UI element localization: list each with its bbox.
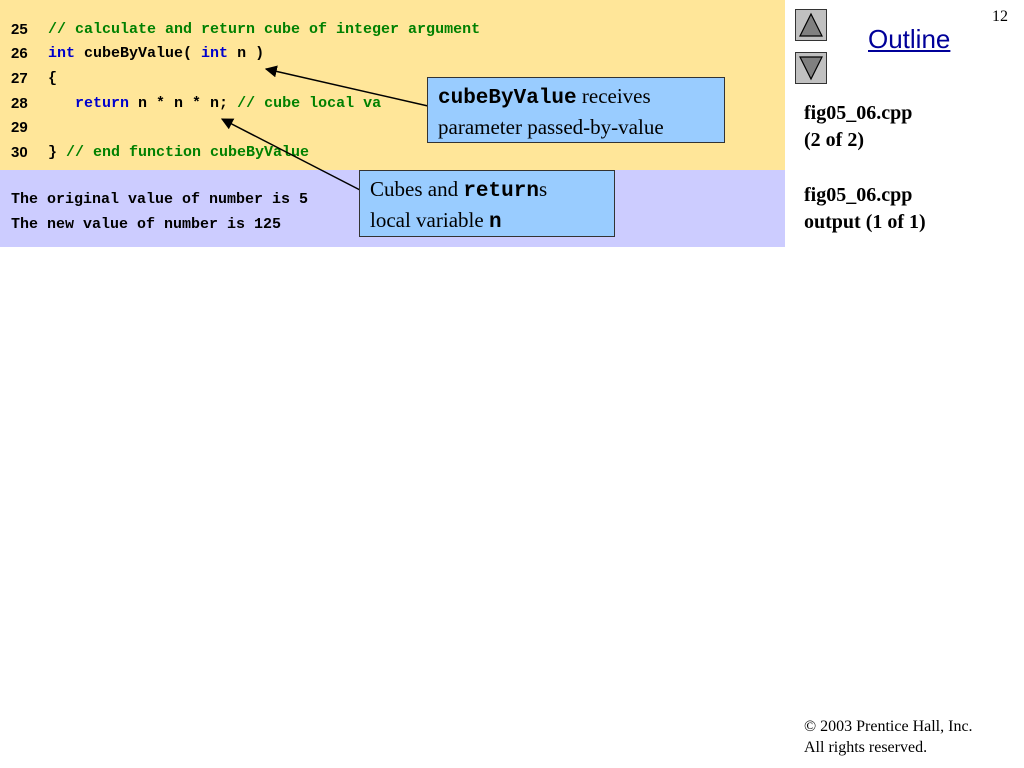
callout-cubes-local-variable: Cubes and returns local variable n: [359, 170, 615, 237]
code-token: n * n * n;: [129, 95, 238, 112]
keyword-token: int: [201, 45, 229, 62]
comment-token: // calculate and return cube of integer …: [48, 21, 481, 38]
next-slide-button[interactable]: [795, 52, 827, 84]
callout-text: receives: [576, 84, 651, 108]
line-number: 26: [11, 45, 28, 62]
code-text: {: [48, 67, 57, 91]
comment-token: // cube local va: [237, 95, 382, 112]
output-line: The original value of number is 5: [11, 191, 309, 208]
figure-part: (2 of 2): [804, 129, 864, 151]
callout-code: cubeByValue: [438, 87, 577, 110]
code-text: } // end function cubeByValue: [48, 141, 309, 165]
code-token: {: [48, 70, 58, 87]
figure-filename: fig05_06.cpp: [804, 102, 913, 124]
line-number: 25: [11, 21, 28, 38]
page-number: 12: [992, 8, 1008, 25]
code-token: [48, 95, 75, 112]
triangle-down-icon: [799, 56, 823, 81]
callout-code: return: [463, 180, 539, 203]
callout-text: local variable: [370, 208, 489, 232]
triangle-up-icon: [799, 12, 823, 37]
keyword-token: return: [75, 95, 130, 112]
line-number: 28: [11, 95, 28, 112]
code-token: }: [48, 144, 67, 161]
figure-part: output (1 of 1): [804, 211, 926, 233]
code-text: // calculate and return cube of integer …: [48, 18, 480, 42]
code-token: n ): [228, 45, 265, 62]
line-number: 27: [11, 70, 28, 87]
figure-label-output: fig05_06.cpp output (1 of 1): [804, 182, 926, 236]
line-number: 30: [11, 144, 28, 161]
code-text: return n * n * n; // cube local va: [48, 92, 381, 116]
copyright-text: All rights reserved.: [804, 739, 928, 756]
callout-code: n: [488, 211, 502, 234]
code-text: int cubeByValue( int n ): [48, 42, 264, 66]
output-line: The new value of number is 125: [11, 216, 282, 233]
copyright-symbol: ©: [804, 718, 817, 735]
callout-parameter-passed-by-value: cubeByValue receives parameter passed-by…: [427, 77, 725, 143]
figure-label-source: fig05_06.cpp (2 of 2): [804, 100, 912, 154]
callout-text: parameter passed-by-value: [438, 115, 664, 139]
callout-text: s: [538, 177, 548, 201]
callout-text: Cubes and: [370, 177, 464, 201]
code-token: cubeByValue(: [75, 45, 202, 62]
previous-slide-button[interactable]: [795, 9, 827, 41]
figure-filename: fig05_06.cpp: [804, 184, 913, 206]
comment-token: // end function cubeByValue: [66, 144, 310, 161]
outline-link[interactable]: Outline: [868, 24, 951, 54]
line-number: 29: [11, 119, 28, 136]
copyright-notice: © 2003 Prentice Hall, Inc. All rights re…: [804, 716, 973, 758]
copyright-text: 2003 Prentice Hall, Inc.: [816, 718, 973, 735]
keyword-token: int: [48, 45, 76, 62]
